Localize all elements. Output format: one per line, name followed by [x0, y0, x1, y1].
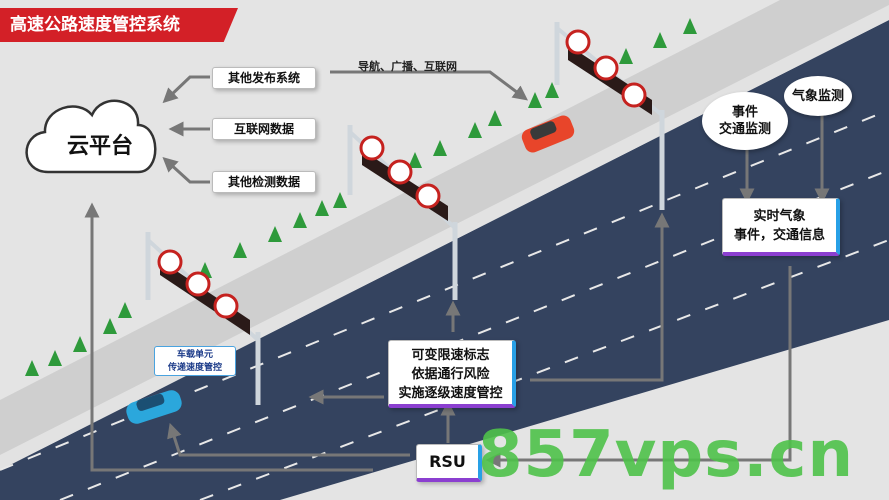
page-title: 高速公路速度管控系统: [0, 8, 238, 42]
tree-row: [25, 18, 697, 376]
site-watermark: 857vps.cn: [478, 418, 855, 492]
gantry-3: [554, 22, 665, 210]
red-car: [521, 115, 575, 153]
output-internet-data: 互联网数据: [212, 118, 316, 140]
rsu-box: RSU: [416, 444, 482, 482]
cloud-platform-label: 云平台: [66, 134, 133, 159]
output-other-publish: 其他发布系统: [212, 67, 316, 89]
flow-arrows: [84, 70, 830, 472]
speed-control-box: 可变限速标志 依据通行风险 实施逐级速度管控: [388, 340, 516, 408]
event-monitor-bubble: 事件 交通监测: [702, 92, 788, 150]
blue-car: [126, 390, 182, 424]
realtime-info-box: 实时气象 事件，交通信息: [722, 198, 840, 256]
highway-road: [0, 20, 889, 500]
gantry-2: [347, 125, 458, 300]
cloud-shape: [25, 99, 157, 174]
output-other-detection: 其他检测数据: [212, 171, 316, 193]
weather-monitor-bubble: 气象监测: [784, 76, 852, 116]
gantry-1: [145, 232, 261, 405]
onboard-unit-label: 车载单元 传递速度管控: [154, 346, 236, 376]
nav-broadcast-label: 导航、广播、互联网: [358, 60, 457, 73]
